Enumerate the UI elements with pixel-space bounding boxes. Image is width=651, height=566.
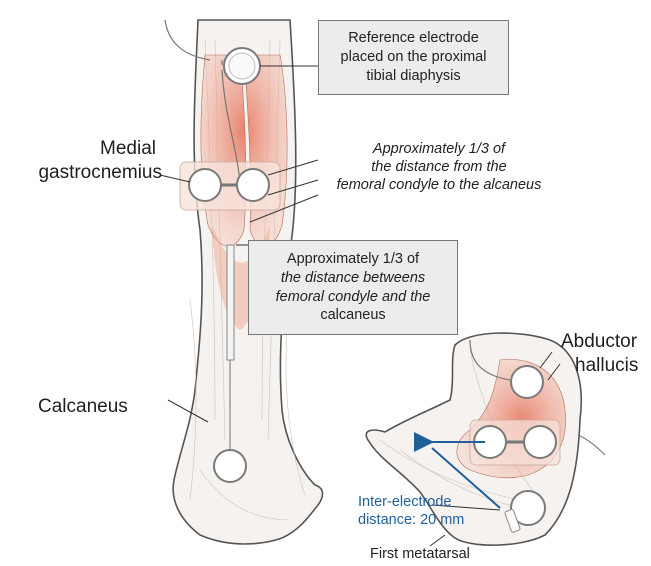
approx-italic-line-2: the distance from the xyxy=(322,158,556,176)
medial-gastrocnemius-label: Medial gastrocnemius xyxy=(36,137,162,185)
calcaneus-label: Calcaneus xyxy=(38,395,128,419)
approx-box-line-1: Approximately 1/3 of xyxy=(249,250,457,269)
abductor-hallucis-label: Abductor hallucis xyxy=(561,330,651,378)
reference-line-1: Reference electrode xyxy=(319,29,508,48)
reference-line-2: placed on the proximal xyxy=(319,48,508,67)
reference-line-3: tibial diaphysis xyxy=(319,67,508,86)
calcaneus-electrode xyxy=(214,450,246,482)
reference-electrode xyxy=(224,48,260,84)
medial-line-1: Medial xyxy=(36,137,162,161)
approx-box-line-4: calcaneus xyxy=(249,306,457,325)
approx-distance-box: Approximately 1/3 of the distance betwee… xyxy=(248,240,458,335)
reference-electrode-box: Reference electrode placed on the proxim… xyxy=(318,20,509,95)
first-metatarsal-label: First metatarsal xyxy=(370,545,470,563)
inter-electrode-label: Inter-electrode distance: 20 mm xyxy=(358,493,464,529)
approx-box-line-2: the distance betweens xyxy=(249,269,457,288)
approx-distance-italic-label: Approximately 1/3 of the distance from t… xyxy=(322,140,556,194)
approx-box-line-3: femoral condyle and the xyxy=(249,288,457,307)
measure-bar xyxy=(227,245,234,360)
inter-electrode-line-1: Inter-electrode xyxy=(358,493,464,511)
approx-italic-line-3: femoral condyle to the alcaneus xyxy=(322,176,556,194)
approx-italic-line-1: Approximately 1/3 of xyxy=(322,140,556,158)
medial-line-2: gastrocnemius xyxy=(36,161,162,185)
inter-electrode-line-2: distance: 20 mm xyxy=(358,511,464,529)
abductor-line-2: hallucis xyxy=(561,354,651,378)
abductor-line-1: Abductor xyxy=(561,330,651,354)
